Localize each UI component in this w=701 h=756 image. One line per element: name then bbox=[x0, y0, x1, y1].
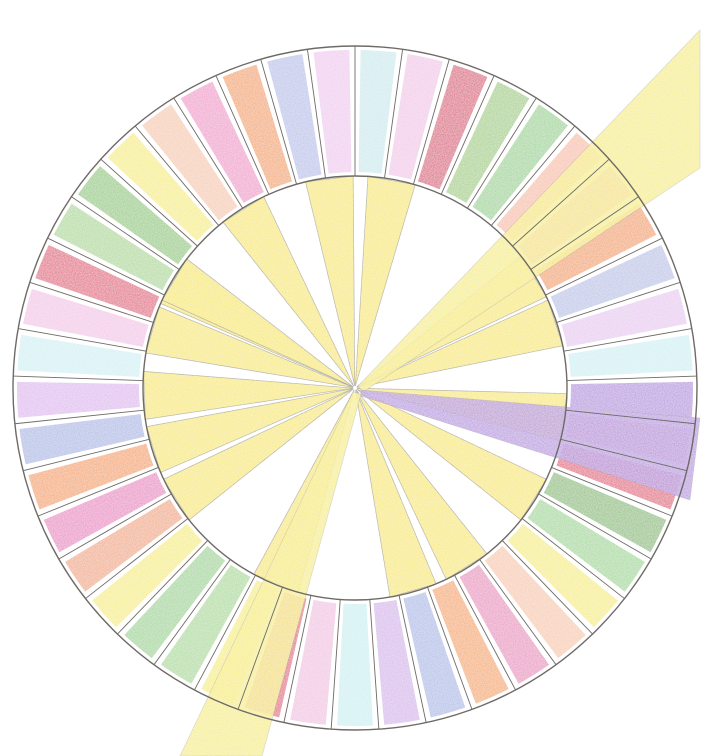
ring-segment bbox=[337, 604, 373, 726]
ring-segment bbox=[314, 50, 352, 174]
ring-segment bbox=[359, 50, 397, 174]
ring-divider-line bbox=[13, 376, 143, 381]
ring-divider-line bbox=[567, 376, 697, 381]
